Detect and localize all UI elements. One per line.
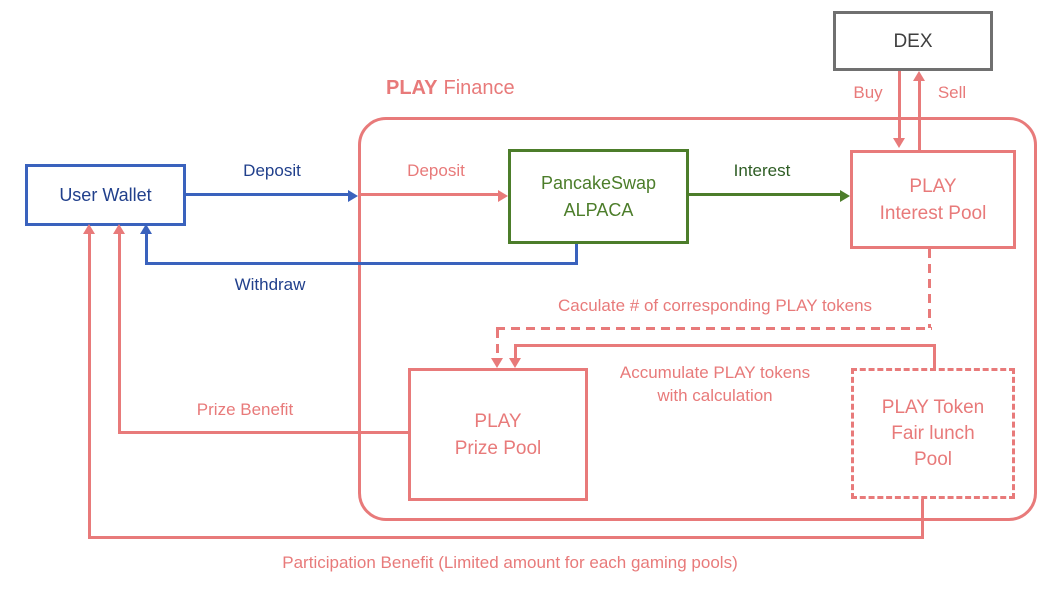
accumulate-arrowhead-icon — [509, 358, 521, 368]
sell-arrowhead-icon — [913, 71, 925, 81]
node-fair-launch-line2: Fair lunch — [891, 422, 975, 444]
accumulate-label: Accumulate PLAY tokens with calculation — [620, 361, 810, 407]
participation-line-down — [921, 497, 924, 539]
node-fair-launch-line3: Pool — [913, 448, 953, 470]
interest-arrow-line — [689, 193, 841, 196]
sell-label: Sell — [937, 83, 967, 102]
buy-arrow-line — [898, 70, 901, 140]
prize-benefit-label: Prize Benefit — [196, 400, 294, 419]
play-finance-boundary — [358, 117, 1037, 521]
calculate-label: Caculate # of corresponding PLAY tokens — [557, 296, 873, 315]
withdraw-label: Withdraw — [234, 275, 306, 294]
node-user-wallet: User Wallet — [25, 164, 186, 226]
withdraw-line-up — [145, 234, 148, 265]
buy-label: Buy — [853, 83, 883, 102]
diagram-title-suffix: Finance — [443, 77, 515, 99]
calculate-arrowhead-icon — [491, 358, 503, 368]
node-play-token-fair-launch-pool: PLAY Token Fair lunch Pool — [851, 368, 1015, 499]
node-prize-pool-line2: Prize Pool — [454, 437, 542, 459]
prize-benefit-line-horizontal — [119, 431, 408, 434]
interest-label: Interest — [733, 161, 791, 180]
withdraw-line-horizontal — [146, 262, 578, 265]
withdraw-line-down — [575, 243, 578, 265]
accumulate-label-line1: Accumulate PLAY tokens — [619, 363, 811, 382]
participation-benefit-label: Participation Benefit (Limited amount fo… — [282, 553, 738, 572]
participation-line-horizontal — [88, 536, 924, 539]
prize-benefit-line-up — [118, 234, 121, 434]
participation-arrowhead-icon — [83, 224, 95, 234]
node-pancakeswap-line1: PancakeSwap — [540, 172, 657, 193]
node-user-wallet-label: User Wallet — [59, 184, 152, 205]
accumulate-line-into-pool — [514, 346, 517, 359]
deposit-red-arrowhead-icon — [498, 190, 508, 202]
calculate-dashed-line-into-pool — [496, 329, 499, 359]
node-dex: DEX — [833, 11, 993, 71]
diagram-title-brand: PLAY — [386, 77, 438, 99]
calculate-dashed-line-down — [928, 249, 931, 328]
deposit-blue-arrow-line — [186, 193, 350, 196]
node-play-prize-pool: PLAY Prize Pool — [408, 368, 588, 501]
node-prize-pool-line1: PLAY — [474, 410, 522, 432]
sell-arrow-line — [918, 81, 921, 150]
withdraw-arrowhead-icon — [140, 224, 152, 234]
node-interest-pool-line2: Interest Pool — [879, 202, 987, 224]
node-fair-launch-line1: PLAY Token — [881, 396, 985, 418]
deposit-to-platform-label: Deposit — [407, 161, 465, 180]
prize-benefit-arrowhead-icon — [113, 224, 125, 234]
participation-line-up — [88, 234, 91, 539]
deposit-from-wallet-label: Deposit — [243, 161, 301, 180]
deposit-blue-arrowhead-icon — [348, 190, 358, 202]
node-interest-pool-line1: PLAY — [909, 175, 957, 197]
interest-arrowhead-icon — [840, 190, 850, 202]
accumulate-label-line2: with calculation — [657, 386, 773, 405]
node-play-interest-pool: PLAY Interest Pool — [850, 150, 1016, 249]
node-pancakeswap-line2: ALPACA — [563, 199, 634, 220]
node-dex-label: DEX — [893, 30, 933, 52]
accumulate-line-horizontal — [514, 344, 936, 347]
deposit-red-arrow-line — [361, 193, 499, 196]
accumulate-line-from-fair-pool — [933, 346, 936, 368]
calculate-dashed-line-horizontal — [496, 327, 932, 330]
node-pancakeswap-alpaca: PancakeSwap ALPACA — [508, 149, 689, 244]
buy-arrowhead-icon — [893, 138, 905, 148]
